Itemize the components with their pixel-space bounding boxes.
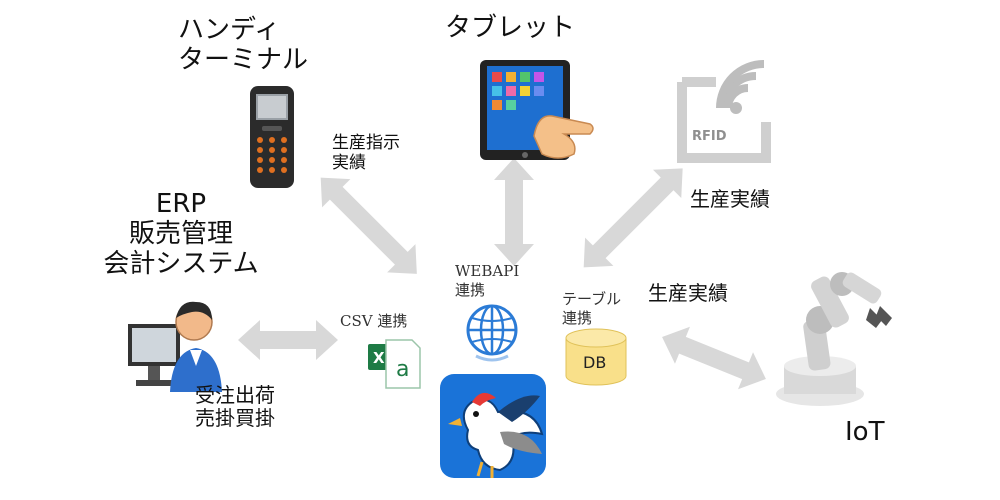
- robot-arm-icon: [776, 272, 892, 406]
- app-bird-icon: [440, 374, 546, 478]
- handy-edge-label: 生産指示 実績: [332, 133, 400, 173]
- arrow-hub-iot: [662, 326, 766, 390]
- csv-label: CSV 連携: [340, 312, 408, 330]
- table-label-line2: 連携: [562, 308, 593, 327]
- svg-text:a: a: [396, 357, 409, 382]
- handy-terminal-label-line1: ハンディ: [178, 15, 281, 45]
- erp-label-line1: ERP: [155, 189, 207, 219]
- handy-terminal-icon: [250, 86, 294, 188]
- rfid-edge-label: 生産実績: [690, 187, 770, 211]
- webapi-label-line1: WEBAPI: [455, 262, 520, 280]
- tablet-label: タブレット: [445, 13, 576, 43]
- erp-label-line3: 会計システム: [103, 248, 259, 279]
- handy-edge-label-line2: 実績: [332, 152, 366, 173]
- db-icon: DB: [565, 328, 627, 386]
- tablet-icon: [480, 60, 594, 160]
- globe-icon: [466, 304, 518, 362]
- iot-label: IoT: [845, 417, 885, 447]
- erp-edge-label-line2: 売掛買掛: [195, 406, 275, 430]
- erp-edge-label: 受注出荷 売掛買掛: [195, 384, 275, 430]
- arrow-rfid-hub: [583, 168, 683, 268]
- rfid-icon: RFID: [677, 60, 771, 163]
- table-label: テーブル 連携: [562, 290, 621, 328]
- excel-file-icon: X a: [368, 339, 421, 389]
- erp-user-pc-icon: [128, 301, 222, 392]
- svg-text:X: X: [373, 349, 385, 367]
- handy-edge-label-line1: 生産指示: [332, 133, 400, 153]
- handy-terminal-label: ハンディ ターミナル: [178, 15, 309, 76]
- db-text: DB: [583, 353, 606, 372]
- erp-label-line2: 販売管理: [128, 218, 233, 249]
- webapi-label-line2: 連携: [455, 280, 486, 299]
- arrow-handy-hub: [320, 177, 417, 274]
- arrow-erp-hub: [238, 320, 338, 360]
- iot-edge-label: 生産実績: [648, 281, 728, 305]
- table-label-line1: テーブル: [562, 290, 622, 308]
- erp-label: ERP 販売管理 会計システム: [96, 189, 266, 280]
- arrow-tablet-hub: [494, 158, 534, 266]
- rfid-tag-text: RFID: [692, 129, 727, 144]
- webapi-label: WEBAPI 連携: [455, 262, 519, 300]
- handy-terminal-label-line2: ターミナル: [178, 44, 309, 75]
- erp-edge-label-line1: 受注出荷: [195, 383, 275, 407]
